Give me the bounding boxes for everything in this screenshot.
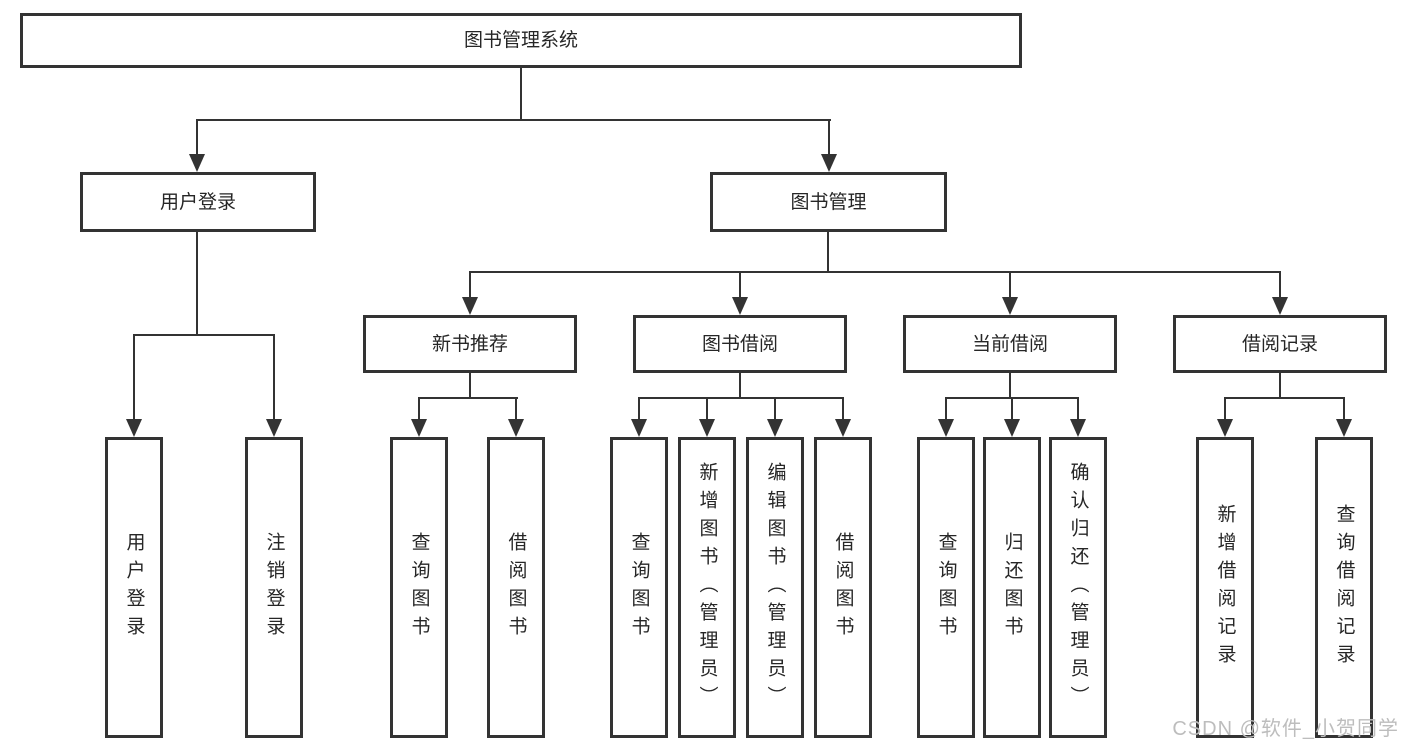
watermark: CSDN @软件_小贺同学 [1172, 718, 1399, 740]
leaf-borrow-books: 借阅图书 [814, 437, 872, 738]
arrow-down-icon [508, 419, 524, 437]
leaf-return-books: 归还图书 [983, 437, 1041, 738]
connector-line [827, 232, 829, 273]
connector-line [196, 232, 198, 336]
leaf-query-books-current: 查询图书 [917, 437, 975, 738]
connector-line [739, 373, 741, 399]
connector-line [1224, 397, 1226, 422]
connector-line [133, 334, 275, 336]
connector-line [520, 68, 522, 121]
leaf-logout: 注销登录 [245, 437, 303, 738]
arrow-down-icon [767, 419, 783, 437]
arrow-down-icon [1336, 419, 1352, 437]
arrow-down-icon [462, 297, 478, 315]
connector-line [469, 271, 471, 301]
leaf-add-borrow-record: 新增借阅记录 [1196, 437, 1254, 738]
connector-line [638, 397, 640, 422]
connector-line [418, 397, 518, 399]
arrow-down-icon [1002, 297, 1018, 315]
connector-line [196, 119, 831, 121]
leaf-edit-books-admin: 编辑图书（管理员） [746, 437, 804, 738]
node-root: 图书管理系统 [20, 13, 1022, 68]
connector-line [273, 334, 275, 422]
connector-line [1009, 271, 1011, 301]
arrow-down-icon [732, 297, 748, 315]
arrow-down-icon [699, 419, 715, 437]
leaf-confirm-return-admin: 确认归还（管理员） [1049, 437, 1107, 738]
arrow-down-icon [189, 154, 205, 172]
node-new-book-recommend: 新书推荐 [363, 315, 577, 373]
arrow-down-icon [1217, 419, 1233, 437]
connector-line [1011, 397, 1013, 422]
arrow-down-icon [631, 419, 647, 437]
connector-line [469, 271, 1281, 273]
node-book-management: 图书管理 [710, 172, 947, 232]
leaf-query-books-recommend: 查询图书 [390, 437, 448, 738]
leaf-add-books-admin: 新增图书（管理员） [678, 437, 736, 738]
node-current-borrow: 当前借阅 [903, 315, 1117, 373]
arrow-down-icon [1272, 297, 1288, 315]
arrow-down-icon [821, 154, 837, 172]
arrow-down-icon [1004, 419, 1020, 437]
arrow-down-icon [266, 419, 282, 437]
connector-line [133, 334, 135, 422]
arrow-down-icon [411, 419, 427, 437]
connector-line [418, 397, 420, 422]
connector-line [706, 397, 708, 422]
connector-line [842, 397, 844, 422]
connector-line [1279, 373, 1281, 399]
leaf-query-books-borrow: 查询图书 [610, 437, 668, 738]
arrow-down-icon [1070, 419, 1086, 437]
connector-line [945, 397, 947, 422]
arrow-down-icon [938, 419, 954, 437]
arrow-down-icon [126, 419, 142, 437]
connector-line [1279, 271, 1281, 301]
connector-line [774, 397, 776, 422]
node-borrow-records: 借阅记录 [1173, 315, 1387, 373]
connector-line [1224, 397, 1345, 399]
connector-line [515, 397, 517, 422]
node-book-borrow: 图书借阅 [633, 315, 847, 373]
leaf-user-login: 用户登录 [105, 437, 163, 738]
connector-line [469, 373, 471, 399]
leaf-borrow-books-recommend: 借阅图书 [487, 437, 545, 738]
connector-line [1077, 397, 1079, 422]
arrow-down-icon [835, 419, 851, 437]
node-user-login: 用户登录 [80, 172, 316, 232]
connector-line [1343, 397, 1345, 422]
connector-line [828, 119, 830, 157]
connector-line [739, 271, 741, 301]
leaf-query-borrow-record: 查询借阅记录 [1315, 437, 1373, 738]
connector-line [638, 397, 844, 399]
connector-line [1009, 373, 1011, 399]
connector-line [196, 119, 198, 157]
